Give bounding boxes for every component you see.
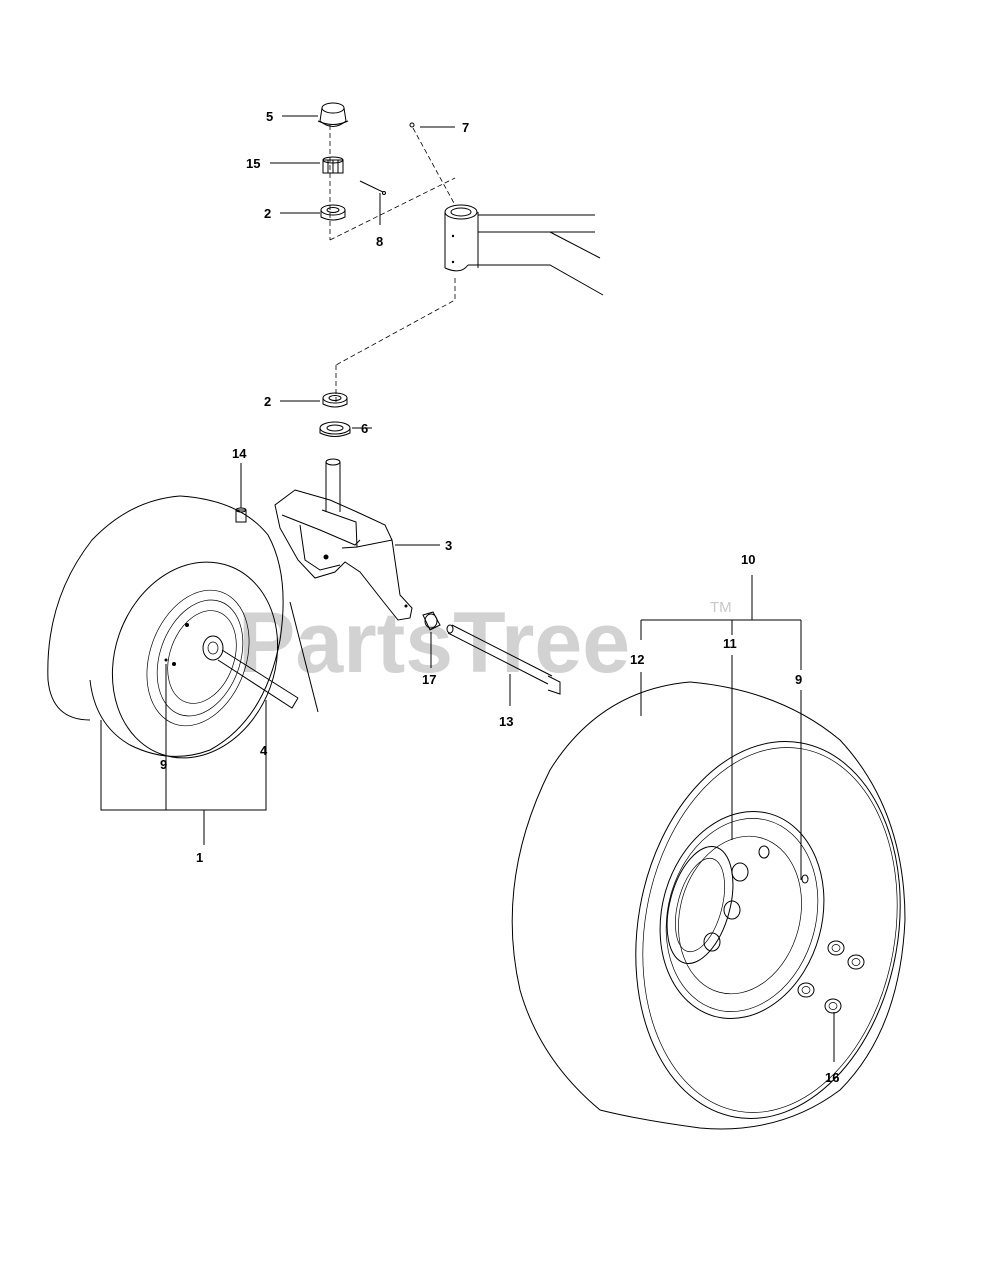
callout-15: 15 [246, 156, 260, 171]
callout-16: 16 [825, 1070, 839, 1085]
callout-11: 11 [723, 636, 737, 651]
assembly-lines [329, 125, 456, 405]
callout-8: 8 [376, 234, 383, 249]
callout-7: 7 [462, 120, 469, 135]
frame-tube [444, 204, 604, 296]
watermark-text: PartsTree [238, 595, 630, 691]
callout-4: 4 [260, 743, 268, 758]
part-castle-nut [322, 156, 344, 174]
callout-2-upper: 2 [264, 206, 271, 221]
part-bearing-upper [320, 204, 346, 221]
callout-12: 12 [630, 652, 644, 667]
callout-9-rear: 9 [795, 672, 802, 687]
watermark: PartsTree TM [238, 595, 732, 691]
callout-13: 13 [499, 714, 513, 729]
part-bearing-lower [322, 392, 348, 408]
part-rear-wheel [511, 681, 906, 1130]
callout-17: 17 [422, 672, 436, 687]
callout-2-lower: 2 [264, 394, 271, 409]
part-dust-cap [317, 102, 349, 127]
part-caster-fork [274, 458, 413, 713]
callout-6: 6 [361, 421, 368, 436]
callout-1: 1 [196, 850, 203, 865]
part-caster-wheel [47, 495, 299, 759]
callout-3: 3 [445, 538, 452, 553]
part-axle-bolt [446, 624, 561, 695]
callout-9-front: 9 [160, 757, 167, 772]
watermark-trademark: TM [710, 599, 732, 616]
part-grease-fitting [409, 122, 415, 128]
callouts: 5 15 2 8 7 2 6 14 3 17 13 9 4 1 10 12 11… [160, 109, 839, 1085]
leader-lines [100, 115, 835, 1062]
part-bearing [319, 421, 351, 437]
callout-5: 5 [266, 109, 273, 124]
part-spacer [422, 611, 441, 631]
part-cotter-pin [359, 180, 386, 195]
callout-10: 10 [741, 552, 755, 567]
callout-14: 14 [232, 446, 247, 461]
